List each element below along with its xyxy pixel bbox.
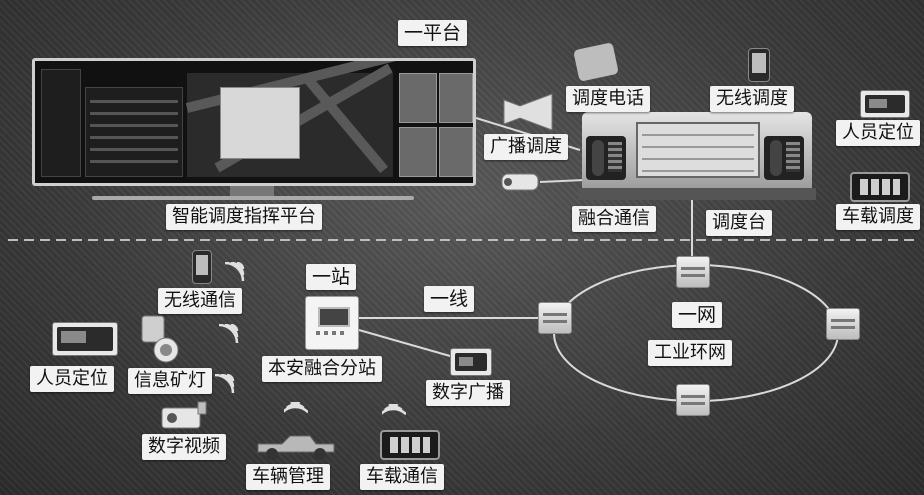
vehicle-management-label: 车辆管理 bbox=[246, 464, 330, 490]
vehicle-comm-label: 车载通信 bbox=[360, 464, 444, 490]
cap-lamp-icon bbox=[141, 315, 179, 363]
platform-heading: 一平台 bbox=[398, 20, 468, 46]
monitor-video-1 bbox=[399, 73, 437, 123]
fusion-comm-label: 融合通信 bbox=[572, 206, 656, 232]
station-heading: 一站 bbox=[306, 264, 357, 290]
console-screen bbox=[636, 122, 760, 178]
switch-icon-left bbox=[538, 302, 572, 334]
positioning-card-bottom-icon bbox=[52, 322, 118, 356]
digital-broadcast-label: 数字广播 bbox=[426, 380, 510, 406]
dispatch-console-label: 调度台 bbox=[706, 210, 772, 236]
wifi-waves-icon bbox=[382, 404, 406, 416]
handset-icon bbox=[748, 48, 770, 82]
speaker-horn-icon bbox=[503, 93, 553, 131]
monitor-video-2 bbox=[439, 73, 473, 123]
console-phone-left-icon bbox=[586, 136, 626, 180]
monitor-icon bbox=[32, 58, 476, 186]
monitor-list-panel bbox=[85, 87, 183, 177]
network-heading: 一网 bbox=[672, 302, 723, 328]
monitor-person-popup bbox=[220, 87, 300, 159]
platform-name-label: 智能调度指挥平台 bbox=[166, 204, 322, 230]
monitor-left-sidebar bbox=[41, 69, 81, 177]
industrial-ring-label: 工业环网 bbox=[648, 340, 732, 366]
monitor-stand-base bbox=[92, 196, 414, 200]
substation-label: 本安融合分站 bbox=[262, 356, 382, 382]
pickup-truck-icon bbox=[257, 435, 335, 460]
vehicle-dispatch-label: 车载调度 bbox=[836, 204, 920, 230]
wireless-comm-label: 无线通信 bbox=[158, 288, 242, 314]
personnel-positioning-bottom-label: 人员定位 bbox=[30, 366, 114, 392]
dispatch-phone-label: 调度电话 bbox=[566, 86, 650, 112]
info-cap-lamp-label: 信息矿灯 bbox=[128, 368, 212, 394]
video-camera-icon bbox=[161, 401, 207, 429]
console-phone-right-icon bbox=[764, 136, 804, 180]
console-base bbox=[578, 188, 816, 200]
monitor-stand bbox=[230, 186, 274, 196]
digital-video-label: 数字视频 bbox=[142, 434, 226, 460]
switch-icon-top bbox=[676, 256, 710, 288]
substation-box-icon bbox=[305, 296, 359, 350]
wifi-waves-icon bbox=[224, 262, 245, 282]
wireless-handset-icon bbox=[192, 250, 212, 284]
broadcast-dispatch-label: 广播调度 bbox=[484, 134, 568, 160]
switch-icon-bottom bbox=[676, 384, 710, 416]
switch-icon-right bbox=[826, 308, 860, 340]
vehicle-comm-tablet-icon bbox=[380, 430, 440, 460]
personnel-positioning-top-label: 人员定位 bbox=[836, 120, 920, 146]
broadcast-box-icon bbox=[450, 348, 492, 376]
wifi-waves-icon bbox=[284, 402, 308, 414]
wireless-dispatch-label: 无线调度 bbox=[710, 86, 794, 112]
wifi-waves-icon bbox=[214, 374, 235, 394]
vehicle-tablet-icon bbox=[850, 172, 910, 202]
substation-broadcast-link bbox=[358, 329, 451, 357]
camera-icon bbox=[501, 173, 539, 191]
camera-console-link bbox=[539, 179, 585, 183]
monitor-video-3 bbox=[399, 127, 437, 177]
wifi-waves-icon bbox=[218, 324, 239, 344]
monitor-video-4 bbox=[439, 127, 473, 177]
positioning-card-icon bbox=[860, 90, 910, 118]
line-heading: 一线 bbox=[424, 286, 475, 312]
